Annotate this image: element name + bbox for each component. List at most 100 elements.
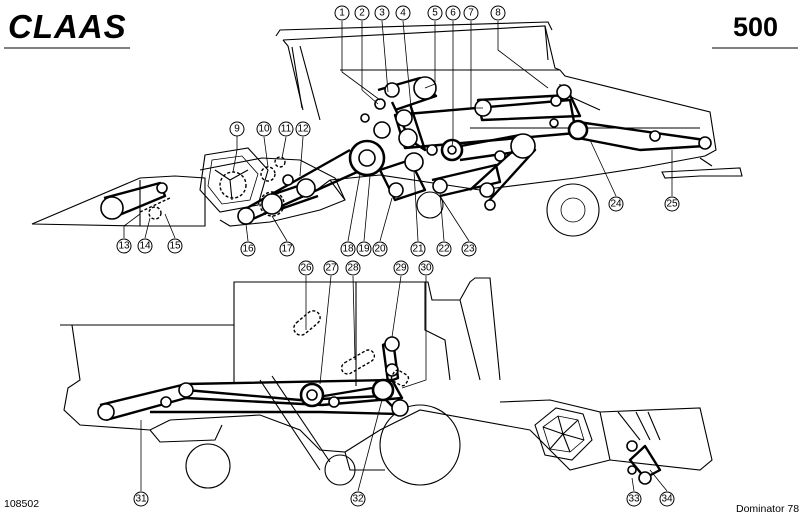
callout-circle bbox=[490, 5, 506, 21]
callout-number: 13 bbox=[118, 241, 130, 252]
model-variant: Dominator 78 bbox=[736, 503, 799, 513]
brand-logo: CLAAS bbox=[8, 8, 127, 45]
callout-circle bbox=[461, 241, 477, 257]
bottom-pulleys bbox=[97, 336, 652, 485]
callout-23: 23 bbox=[461, 241, 477, 257]
callout-circle bbox=[393, 260, 409, 276]
callout-3: 3 bbox=[374, 5, 390, 21]
callout-number: 23 bbox=[463, 244, 475, 255]
callout-circle bbox=[356, 241, 372, 257]
callout-number: 14 bbox=[139, 241, 151, 252]
callout-11: 11 bbox=[278, 121, 294, 137]
callout-number: 3 bbox=[379, 8, 385, 19]
callout-number: 21 bbox=[412, 244, 424, 255]
callout-32: 32 bbox=[350, 491, 366, 507]
callout-number: 6 bbox=[450, 8, 456, 19]
callout-circle bbox=[229, 121, 245, 137]
callout-5: 5 bbox=[427, 5, 443, 21]
callout-circle bbox=[395, 5, 411, 21]
callout-number: 29 bbox=[395, 263, 407, 274]
callout-circle bbox=[116, 238, 132, 254]
callouts: 1 2 3 4 5 6 7 8 9 10 11 12 13 14 15 16 1… bbox=[116, 5, 680, 507]
drawing-number: 108502 bbox=[4, 498, 39, 510]
callout-circle bbox=[659, 491, 675, 507]
model-number: 500 bbox=[733, 12, 778, 42]
callout-6: 6 bbox=[445, 5, 461, 21]
callout-number: 4 bbox=[400, 8, 406, 19]
callout-number: 26 bbox=[300, 263, 312, 274]
callout-circle bbox=[295, 121, 311, 137]
callout-number: 5 bbox=[432, 8, 438, 19]
leader-lines bbox=[123, 20, 673, 492]
callout-circle bbox=[167, 238, 183, 254]
callout-circle bbox=[410, 241, 426, 257]
callout-18: 18 bbox=[340, 241, 356, 257]
callout-circle bbox=[256, 121, 272, 137]
callout-1: 1 bbox=[334, 5, 350, 21]
callout-circle bbox=[463, 5, 479, 21]
callout-19: 19 bbox=[356, 241, 372, 257]
callout-circle bbox=[436, 241, 452, 257]
callout-number: 34 bbox=[661, 494, 673, 505]
callout-circle bbox=[445, 5, 461, 21]
callout-2: 2 bbox=[354, 5, 370, 21]
callout-28: 28 bbox=[345, 260, 361, 276]
callout-4: 4 bbox=[395, 5, 411, 21]
callout-9: 9 bbox=[229, 121, 245, 137]
callout-21: 21 bbox=[410, 241, 426, 257]
callout-number: 2 bbox=[359, 8, 365, 19]
callout-22: 22 bbox=[436, 241, 452, 257]
callout-circle bbox=[323, 260, 339, 276]
callout-number: 28 bbox=[347, 263, 359, 274]
callout-circle bbox=[278, 121, 294, 137]
callout-20: 20 bbox=[372, 241, 388, 257]
callout-number: 31 bbox=[135, 494, 147, 505]
callout-number: 19 bbox=[358, 244, 370, 255]
callout-circle bbox=[608, 196, 624, 212]
callout-circle bbox=[334, 5, 350, 21]
callout-number: 16 bbox=[242, 244, 254, 255]
callout-10: 10 bbox=[256, 121, 272, 137]
callout-25: 25 bbox=[664, 196, 680, 212]
callout-number: 7 bbox=[468, 8, 474, 19]
callout-number: 32 bbox=[352, 494, 364, 505]
callout-26: 26 bbox=[298, 260, 314, 276]
callout-number: 1 bbox=[339, 8, 345, 19]
callout-circle bbox=[354, 5, 370, 21]
bottom-machine-outline bbox=[60, 277, 713, 489]
callout-16: 16 bbox=[240, 241, 256, 257]
callout-14: 14 bbox=[137, 238, 153, 254]
callout-circle bbox=[345, 260, 361, 276]
callout-number: 24 bbox=[610, 199, 622, 210]
callout-circle bbox=[418, 260, 434, 276]
callout-12: 12 bbox=[295, 121, 311, 137]
callout-circle bbox=[626, 491, 642, 507]
callout-number: 11 bbox=[281, 124, 292, 135]
callout-number: 17 bbox=[281, 244, 293, 255]
callout-number: 25 bbox=[666, 199, 678, 210]
callout-13: 13 bbox=[116, 238, 132, 254]
callout-27: 27 bbox=[323, 260, 339, 276]
callout-circle bbox=[427, 5, 443, 21]
callout-circle bbox=[279, 241, 295, 257]
callout-circle bbox=[298, 260, 314, 276]
callout-circle bbox=[133, 491, 149, 507]
callout-15: 15 bbox=[167, 238, 183, 254]
callout-circle bbox=[137, 238, 153, 254]
callout-number: 20 bbox=[374, 244, 386, 255]
callout-number: 12 bbox=[297, 124, 309, 135]
callout-33: 33 bbox=[626, 491, 642, 507]
callout-circle bbox=[350, 491, 366, 507]
callout-29: 29 bbox=[393, 260, 409, 276]
callout-34: 34 bbox=[659, 491, 675, 507]
callout-24: 24 bbox=[608, 196, 624, 212]
callout-31: 31 bbox=[133, 491, 149, 507]
callout-number: 30 bbox=[420, 263, 432, 274]
callout-number: 27 bbox=[325, 263, 337, 274]
callout-17: 17 bbox=[279, 241, 295, 257]
callout-circle bbox=[374, 5, 390, 21]
callout-circle bbox=[240, 241, 256, 257]
callout-number: 22 bbox=[438, 244, 450, 255]
callout-number: 33 bbox=[628, 494, 640, 505]
